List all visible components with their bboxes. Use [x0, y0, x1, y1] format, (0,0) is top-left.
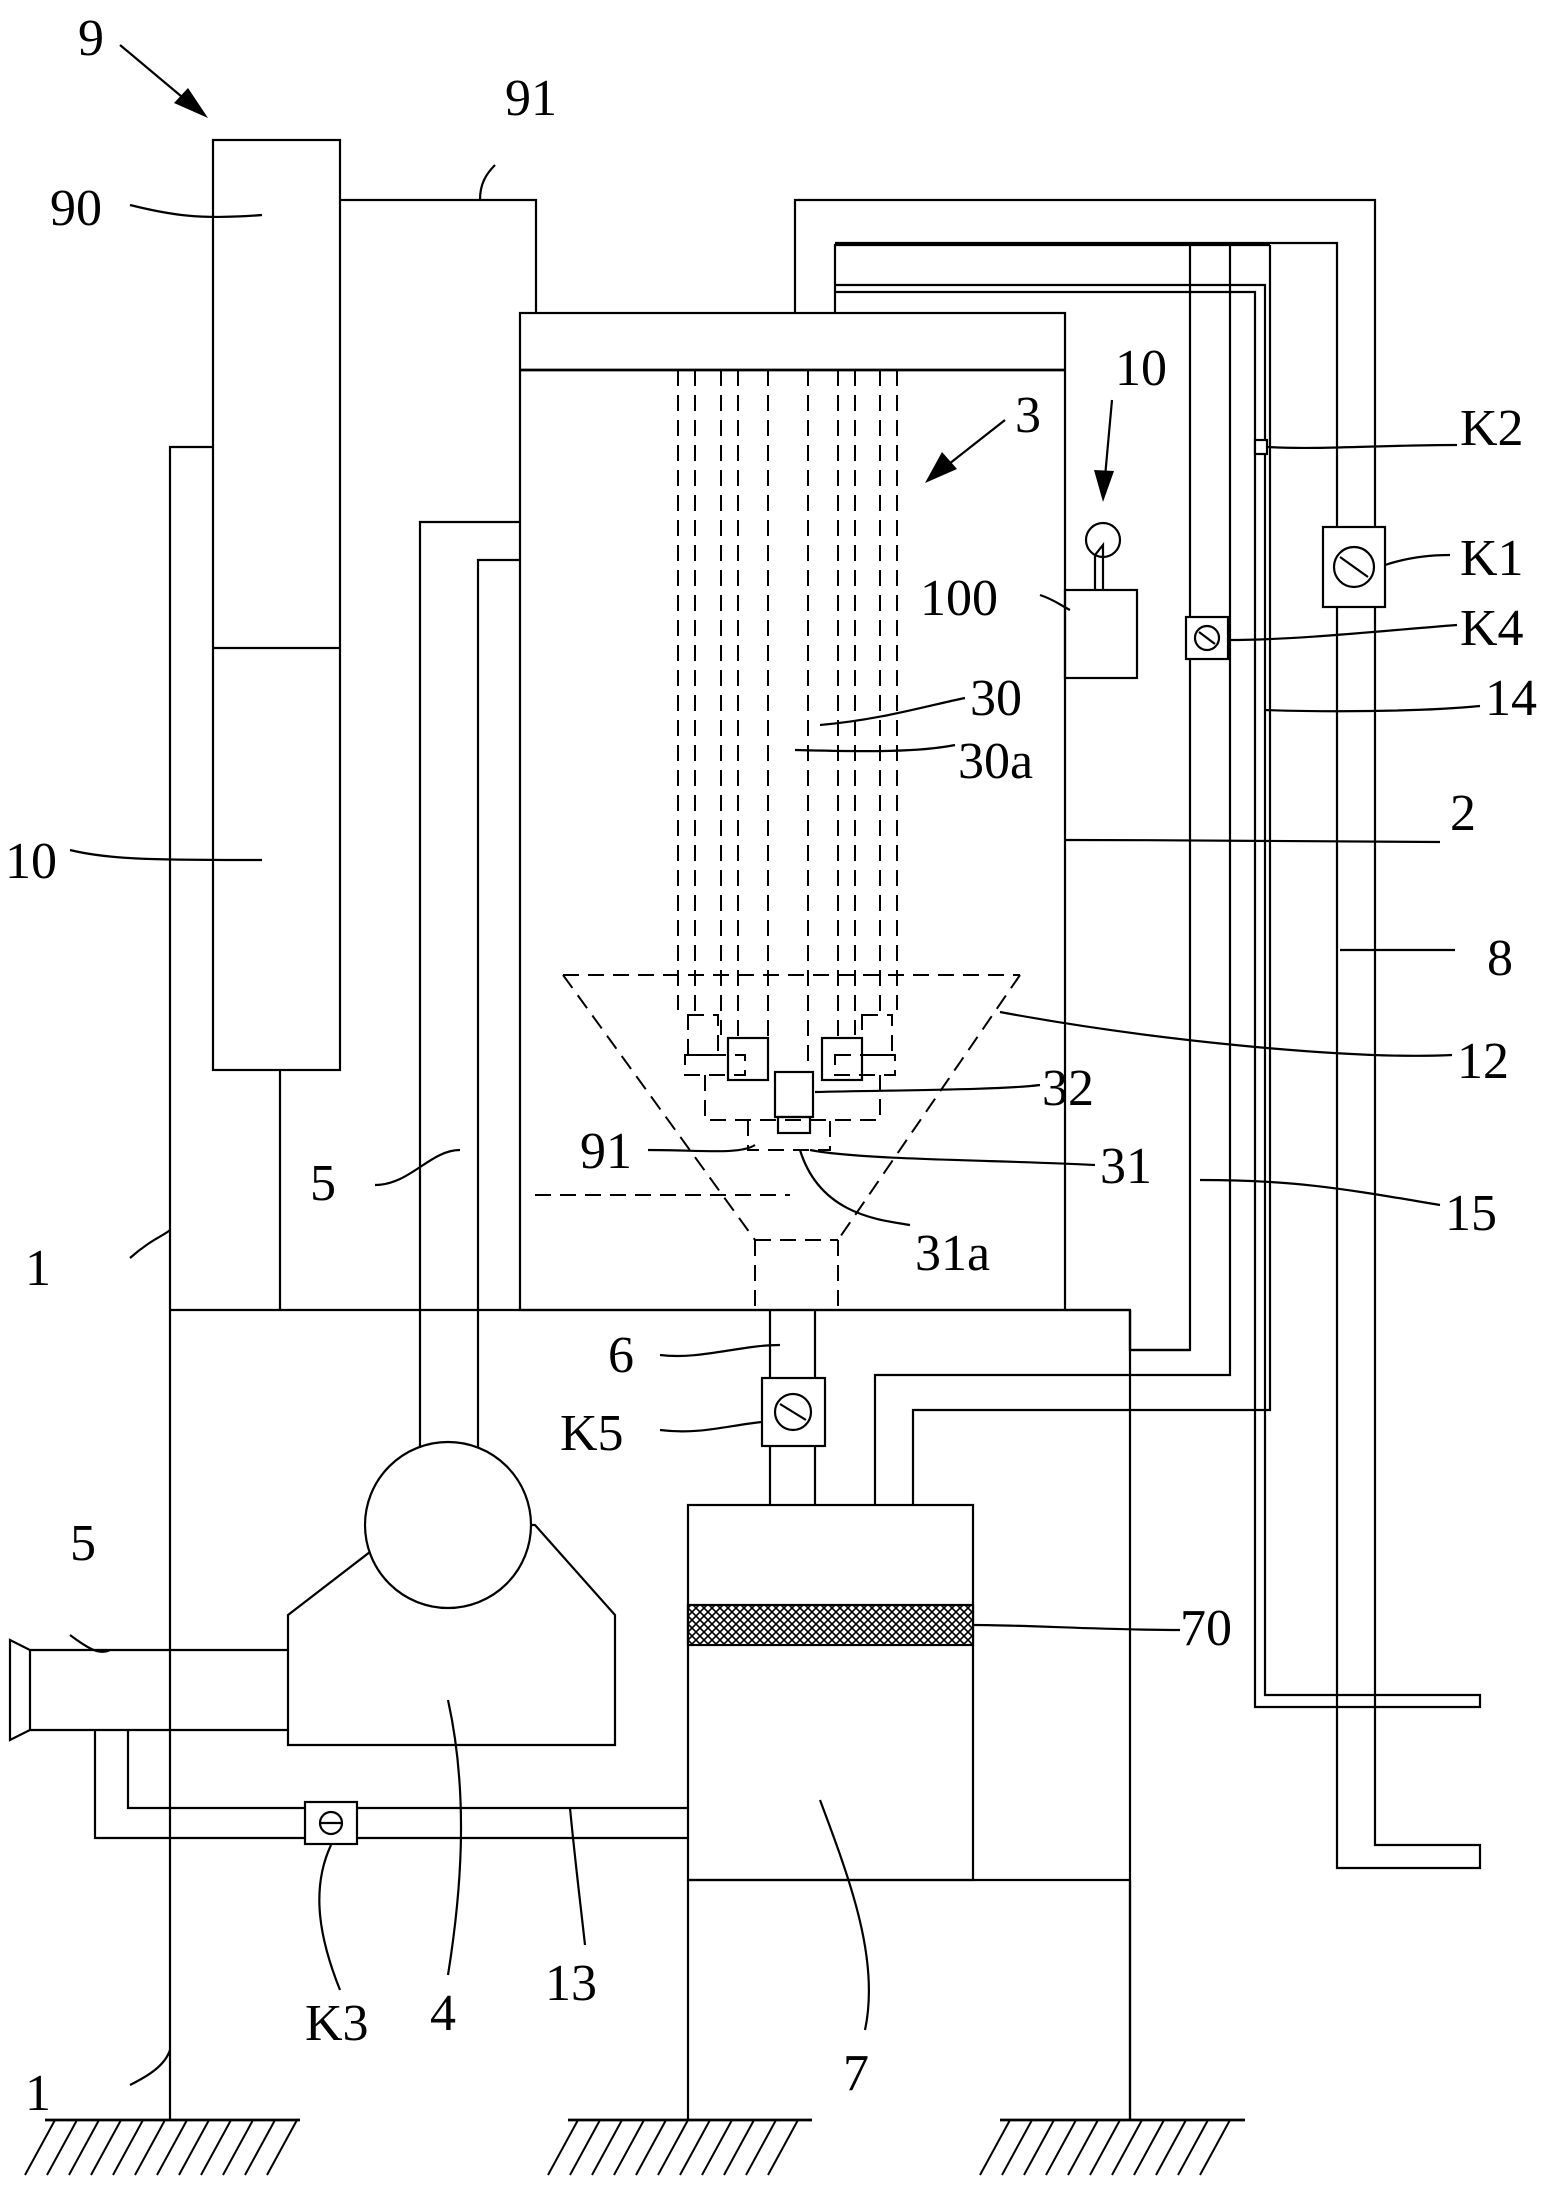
- reference-labels: 9 90 91 10 1 1 5 5 3 10 100 30 30a 2 12 …: [5, 10, 1537, 2122]
- hatch-stroke: [90, 2119, 122, 2176]
- hatch-stroke: [112, 2119, 144, 2176]
- ground-hatching: [24, 2118, 1245, 2176]
- hopper: [535, 974, 1021, 1310]
- hatch-stroke: [134, 2119, 166, 2176]
- label-1-lower: 1: [25, 2065, 51, 2122]
- level-indicator: [1063, 521, 1139, 680]
- hatch-stroke: [1001, 2119, 1033, 2176]
- hatch-stroke: [1089, 2119, 1121, 2176]
- fan: [286, 1440, 617, 1747]
- tank: [518, 311, 1067, 1312]
- label-K3: K3: [305, 1995, 369, 2052]
- label-5-upper: 5: [310, 1155, 336, 1212]
- label-30a: 30a: [958, 733, 1033, 790]
- return-pipe: [833, 243, 1272, 1505]
- label-8: 8: [1487, 930, 1513, 987]
- label-9: 9: [78, 10, 104, 67]
- hatch-stroke: [1177, 2119, 1209, 2176]
- label-12: 12: [1457, 1033, 1509, 1090]
- label-3: 3: [1015, 387, 1041, 444]
- hatch-stroke: [1199, 2119, 1231, 2176]
- label-14: 14: [1485, 670, 1537, 727]
- hatch-stroke: [1133, 2119, 1165, 2176]
- label-70: 70: [1180, 1600, 1232, 1657]
- label-K4: K4: [1460, 600, 1524, 657]
- hatch-stroke: [547, 2119, 579, 2176]
- hatch-stroke: [1067, 2119, 1099, 2176]
- label-100: 100: [920, 570, 998, 627]
- hatch-stroke: [24, 2119, 56, 2176]
- fan-outlet-pipe: [418, 520, 520, 1470]
- label-10-right: 10: [1115, 340, 1167, 397]
- label-4: 4: [430, 1985, 456, 2042]
- collection-tank: [686, 1503, 1132, 2120]
- inlet-pipe: [8, 1638, 288, 1742]
- valve-k4: [1184, 615, 1230, 661]
- drain-pipe: [760, 1310, 827, 1505]
- label-91-top: 91: [505, 70, 557, 127]
- label-K2: K2: [1460, 400, 1524, 457]
- hatch-stroke: [68, 2119, 100, 2176]
- hatch-stroke: [1155, 2119, 1187, 2176]
- label-90: 90: [50, 180, 102, 237]
- hatch-stroke: [679, 2119, 711, 2176]
- label-31: 31: [1100, 1138, 1152, 1195]
- hatch-stroke: [200, 2119, 232, 2176]
- label-K5: K5: [560, 1405, 624, 1462]
- hatch-stroke: [979, 2119, 1011, 2176]
- label-15: 15: [1445, 1185, 1497, 1242]
- hatch-stroke: [244, 2119, 276, 2176]
- pointer-arrows: [119, 44, 1114, 502]
- hatch-stroke: [46, 2119, 78, 2176]
- hatch-stroke: [767, 2119, 799, 2176]
- label-2: 2: [1450, 785, 1476, 842]
- label-6: 6: [608, 1327, 634, 1384]
- thin-pipe: [835, 283, 1482, 1709]
- bypass-pipe: [93, 1730, 688, 1846]
- label-1-upper: 1: [25, 1240, 51, 1297]
- filter-cartridges: [560, 370, 898, 1196]
- label-13: 13: [545, 1955, 597, 2012]
- label-7: 7: [843, 2045, 869, 2102]
- label-K1: K1: [1460, 530, 1524, 587]
- nozzle-heads: [726, 1036, 864, 1135]
- label-31a: 31a: [915, 1225, 990, 1282]
- hatch-stroke: [156, 2119, 188, 2176]
- hatch-stroke: [613, 2119, 645, 2176]
- hatch-stroke: [657, 2119, 689, 2176]
- hatch-stroke: [222, 2119, 254, 2176]
- hatch-stroke: [745, 2119, 777, 2176]
- leader-lines: [69, 164, 1481, 2086]
- hatch-stroke: [723, 2119, 755, 2176]
- hatch-stroke: [591, 2119, 623, 2176]
- hatch-stroke: [701, 2119, 733, 2176]
- hatch-stroke: [178, 2119, 210, 2176]
- hatch-stroke: [1111, 2119, 1143, 2176]
- hatch-stroke: [1045, 2119, 1077, 2176]
- outer-pipe: [793, 198, 1482, 1870]
- label-5-lower: 5: [70, 1515, 96, 1572]
- hatch-stroke: [569, 2119, 601, 2176]
- valve-k1: [1321, 525, 1387, 609]
- top-duct: [340, 198, 538, 313]
- hatch-stroke: [266, 2119, 298, 2176]
- label-32: 32: [1042, 1060, 1094, 1117]
- label-10-left: 10: [5, 833, 57, 890]
- label-30: 30: [970, 670, 1022, 727]
- label-91-mid: 91: [580, 1123, 632, 1180]
- hatch-stroke: [1023, 2119, 1055, 2176]
- separator-column: [211, 138, 342, 1072]
- hatch-stroke: [635, 2119, 667, 2176]
